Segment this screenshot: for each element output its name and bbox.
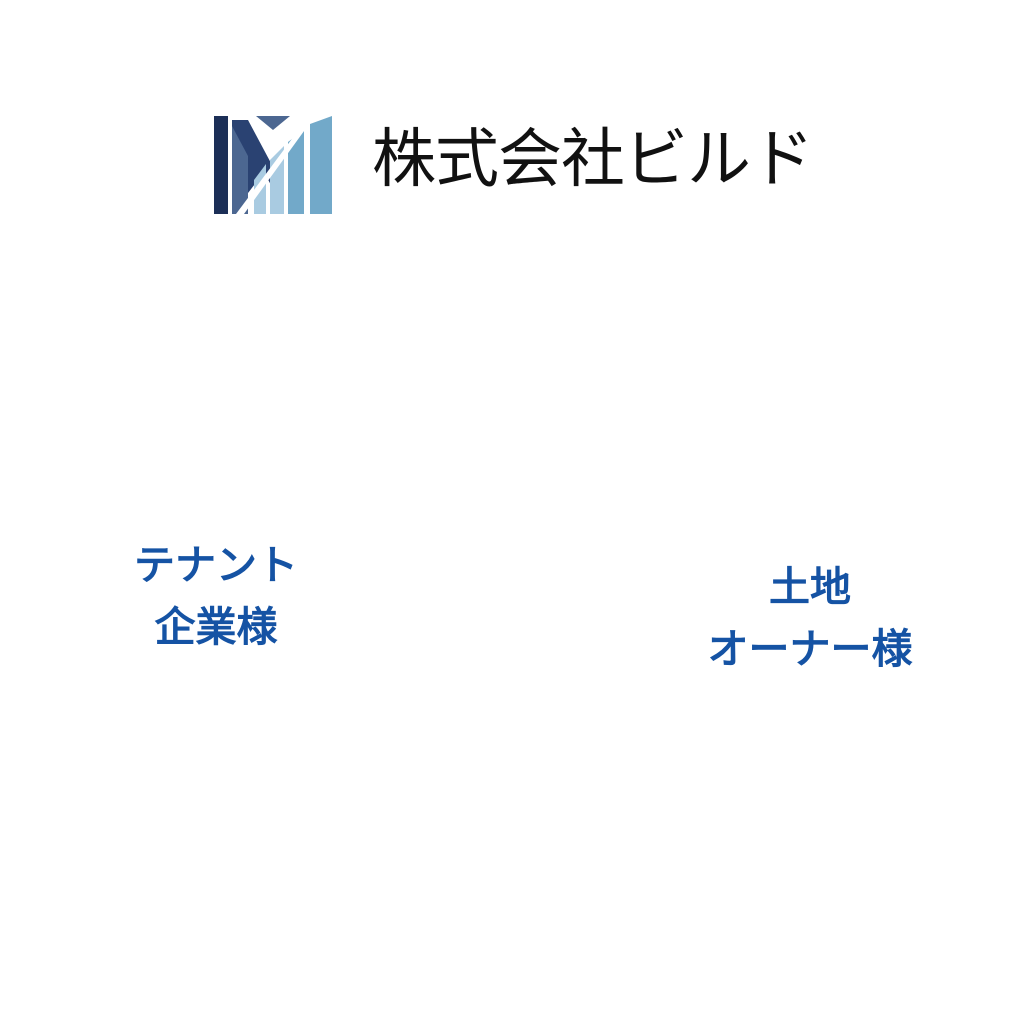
tenant-label-line1: テナント	[134, 541, 298, 589]
logo-top-triangle	[256, 116, 290, 130]
owner-label-line2: オーナー様	[707, 625, 913, 673]
land-owner-option[interactable]: 土地 オーナー様	[690, 556, 930, 680]
logo-left-pillar	[214, 116, 228, 214]
owner-label-line1: 土地	[769, 563, 851, 611]
company-header: 株式会社ビルド	[214, 112, 814, 216]
tenant-company-option[interactable]: テナント 企業様	[116, 534, 316, 658]
company-name: 株式会社ビルド	[372, 123, 814, 197]
logo-right-pillar	[310, 116, 332, 214]
logo-mid-bar	[232, 126, 248, 214]
logo-sky-bar	[288, 130, 304, 214]
tenant-label-line2: 企業様	[154, 603, 278, 651]
company-logo-icon	[214, 116, 332, 214]
logo-diagonal-cut	[236, 120, 312, 214]
